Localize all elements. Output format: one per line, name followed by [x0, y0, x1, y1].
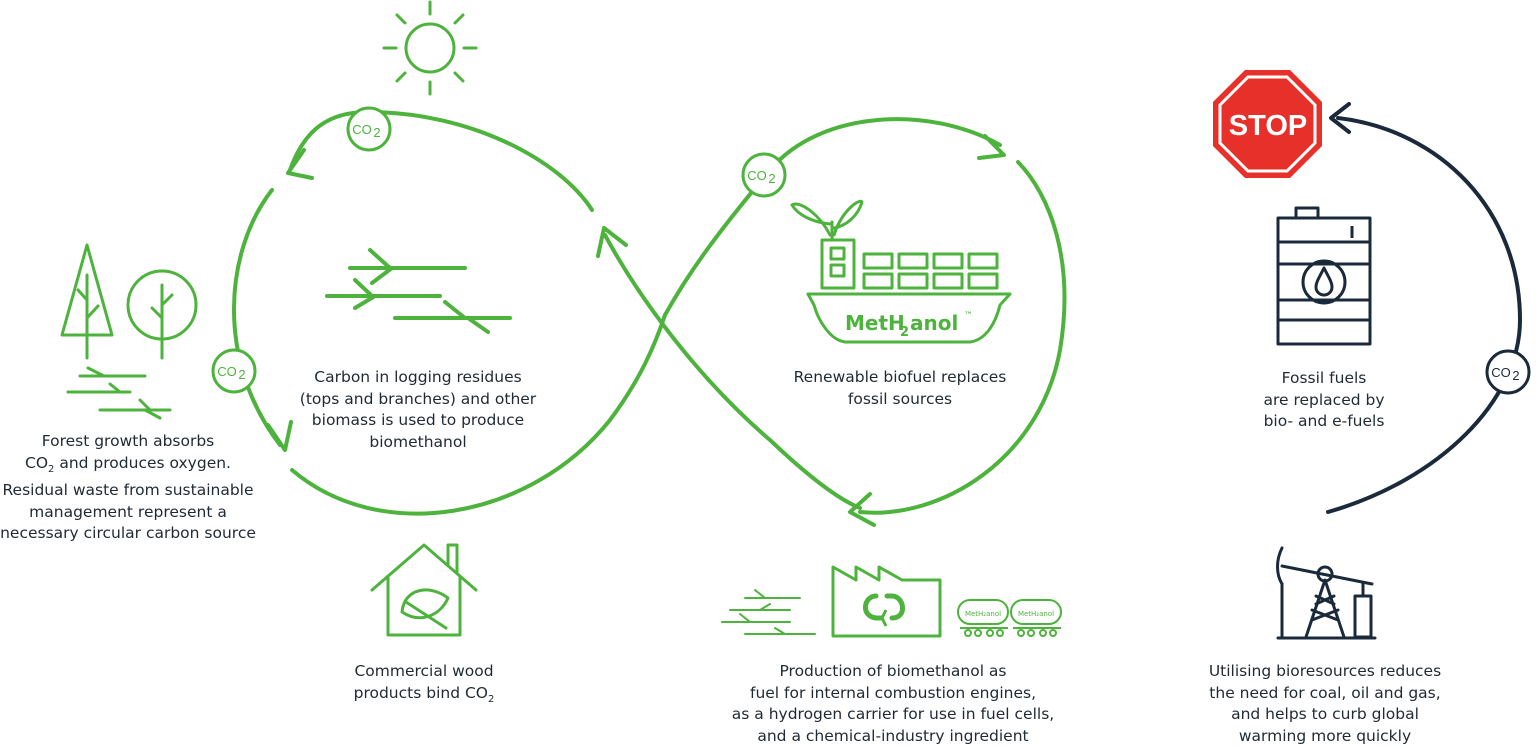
ship-brand-tm: ™ [964, 311, 973, 321]
ship-brand-sub: 2 [900, 325, 909, 340]
co2-sub: 2 [48, 463, 55, 475]
caption-forest: Forest growth absorbs CO2 and produces o… [0, 431, 262, 545]
caption-bioresources-line3: and helps to curb global [1231, 705, 1419, 723]
co2-badge-sub: 2 [1512, 368, 1519, 383]
stop-sign-text: STOP [1229, 110, 1307, 142]
caption-forest-line5: necessary circular carbon source [0, 524, 256, 543]
co2-badge-top-left: CO 2 [346, 106, 392, 152]
co2-sub: 2 [488, 693, 495, 705]
caption-forest-line2-end: and produces oxygen. [54, 453, 231, 472]
ship-brand-label: MetH 2 anol ™ [845, 311, 973, 340]
caption-production-line1: Production of biomethanol as [779, 662, 1007, 680]
co2-badge-sub: 2 [238, 367, 245, 382]
production-residues-icon [721, 589, 816, 635]
caption-fossil-line1: Fossil fuels [1281, 369, 1367, 387]
caption-forest-line4: management represent a [29, 502, 227, 521]
co2-badge-left: CO 2 [211, 348, 257, 394]
right-loop-arrowheads [596, 134, 1006, 527]
caption-bioresources-line4: warming more quickly [1238, 726, 1412, 745]
sun-icon [382, 0, 478, 96]
oil-pump-jack-icon [1276, 546, 1377, 640]
caption-forest-line3: Residual waste from sustainable [2, 481, 254, 500]
left-cycle-loop [232, 109, 667, 516]
caption-biofuel-line2: fossil sources [847, 389, 953, 408]
caption-wood-line1: Commercial wood [354, 662, 494, 680]
caption-fossil-line3: bio- and e-fuels [1263, 412, 1385, 430]
caption-production-line3: as a hydrogen carrier for use in fuel ce… [731, 705, 1055, 723]
logging-residues-icon [325, 248, 512, 334]
stop-sign-icon: STOP [1213, 70, 1322, 178]
caption-bioresources-line2: the need for coal, oil and gas, [1209, 683, 1441, 702]
caption-residues-line1: Carbon in logging residues [314, 368, 522, 386]
oil-barrel-icon [1276, 206, 1372, 346]
caption-residues: Carbon in logging residues (tops and bra… [298, 367, 538, 453]
co2-badge-center: CO 2 [741, 152, 787, 198]
tank-label-right: MetH₂anol [1018, 610, 1054, 618]
ship-brand-end: anol [910, 311, 958, 335]
branches-small-icon [66, 366, 172, 420]
caption-biofuel-line1: Renewable biofuel replaces [793, 368, 1007, 386]
caption-biofuel: Renewable biofuel replaces fossil source… [780, 367, 1020, 410]
co2-badge-text: CO [1491, 365, 1511, 380]
trees-icon [60, 243, 198, 360]
caption-production: Production of biomethanol as fuel for in… [712, 661, 1074, 747]
caption-fossil-line2: are replaced by [1263, 390, 1385, 409]
caption-fossil: Fossil fuels are replaced by bio- and e-… [1232, 368, 1416, 433]
caption-wood-line2-text: products bind CO [353, 683, 488, 702]
caption-bioresources: Utilising bioresources reduces the need … [1192, 661, 1458, 747]
co2-badge-text: CO [747, 168, 767, 183]
caption-residues-line4: biomethanol [369, 432, 467, 451]
caption-forest-line2: CO2 and produces oxygen. [0, 453, 262, 481]
caption-production-line2: fuel for internal combustion engines, [749, 683, 1037, 702]
caption-forest-line1: Forest growth absorbs [41, 432, 215, 450]
co2-badge-text: CO [217, 364, 237, 379]
co2-badge-sub: 2 [768, 171, 775, 186]
ship-icon [790, 199, 1012, 344]
tank-label-left: MetH₂anol [965, 610, 1001, 618]
tank-cars-icon [957, 599, 1062, 637]
left-loop-arrowheads [266, 148, 314, 452]
caption-wood: Commercial wood products bind CO2 [334, 661, 514, 710]
caption-residues-line2: (tops and branches) and other [299, 389, 537, 408]
factory-icon [831, 565, 942, 638]
caption-wood-line2: products bind CO2 [334, 683, 514, 711]
house-icon [370, 543, 478, 637]
fossil-cycle-loop [1326, 102, 1523, 514]
ship-brand-main: MetH [845, 311, 905, 335]
co2-badge-sub: 2 [373, 125, 380, 140]
co2-badge-right: CO 2 [1485, 349, 1531, 395]
co2-badge-text: CO [352, 122, 372, 137]
caption-bioresources-line1: Utilising bioresources reduces [1208, 662, 1442, 680]
caption-residues-line3: biomass is used to produce [311, 411, 525, 429]
caption-production-line4: and a chemical-industry ingredient [757, 726, 1029, 745]
co2-text: CO [25, 453, 49, 472]
